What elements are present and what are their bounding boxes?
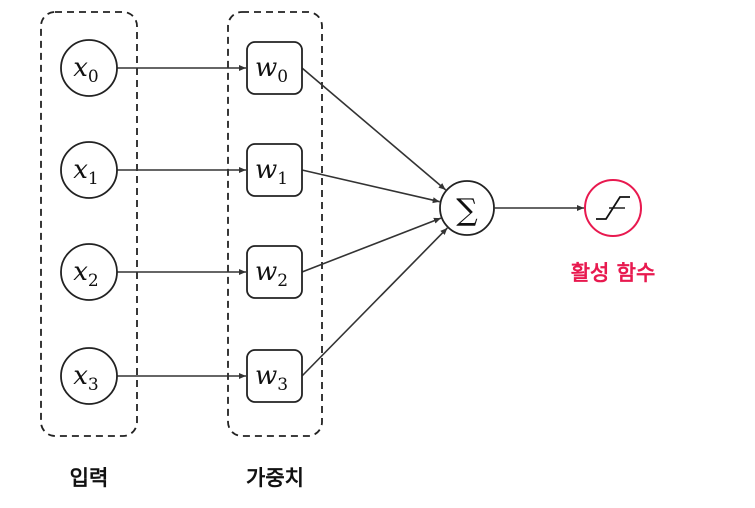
input-label-3-subscript: 3 [88, 375, 99, 395]
weight-group-label: 가중치 [246, 466, 304, 490]
weight-label-3: w3 [255, 361, 288, 395]
input-label-1: x1 [73, 155, 99, 189]
input-label-3: x3 [73, 361, 99, 395]
activation-node [584, 179, 642, 237]
input-group-label: 입력 [70, 466, 109, 490]
input-label-2-base: x [73, 257, 88, 287]
weight-node-1: w1 [246, 143, 303, 197]
input-label-3-base: x [73, 361, 88, 391]
weight-label-1-base: w [255, 155, 277, 185]
weight-label-2-base: w [255, 257, 277, 287]
input-to-weight-arrows [117, 65, 246, 379]
step-function-icon [596, 196, 630, 220]
weight-line-3 [301, 227, 448, 377]
weight-node-0: w0 [246, 41, 303, 95]
weight-node-2: w2 [246, 245, 303, 299]
input-label-2-subscript: 2 [88, 271, 99, 291]
weight-to-sum-lines [301, 67, 448, 377]
input-label-1-subscript: 1 [88, 169, 99, 189]
input-label-1-base: x [73, 155, 88, 185]
weight-label-3-base: w [255, 361, 277, 391]
weight-label-0-base: w [255, 53, 277, 83]
weight-label-1: w1 [255, 155, 288, 189]
input-node-1: x1 [60, 141, 118, 199]
input-node-2: x2 [60, 243, 118, 301]
input-label-0-subscript: 0 [88, 67, 99, 87]
weight-line-0 [301, 67, 447, 191]
weight-line-1 [301, 169, 440, 204]
input-label-0: x0 [73, 53, 99, 87]
weight-line-2 [301, 217, 442, 273]
input-label-0-base: x [73, 53, 88, 83]
weight-label-1-subscript: 1 [277, 169, 288, 189]
input-node-3: x3 [60, 347, 118, 405]
input-label-2: x2 [73, 257, 99, 291]
weight-node-3: w3 [246, 349, 303, 403]
weight-label-0-subscript: 0 [277, 67, 288, 87]
summation-symbol: ∑ [456, 193, 478, 228]
weight-label-2: w2 [255, 257, 288, 291]
weight-label-2-subscript: 2 [277, 271, 288, 291]
weight-label-0: w0 [255, 53, 288, 87]
input-group-box [40, 11, 138, 437]
weight-label-3-subscript: 3 [277, 375, 288, 395]
input-node-0: x0 [60, 39, 118, 97]
summation-node: ∑ [439, 180, 495, 236]
activation-label: 활성 함수 [571, 261, 656, 285]
